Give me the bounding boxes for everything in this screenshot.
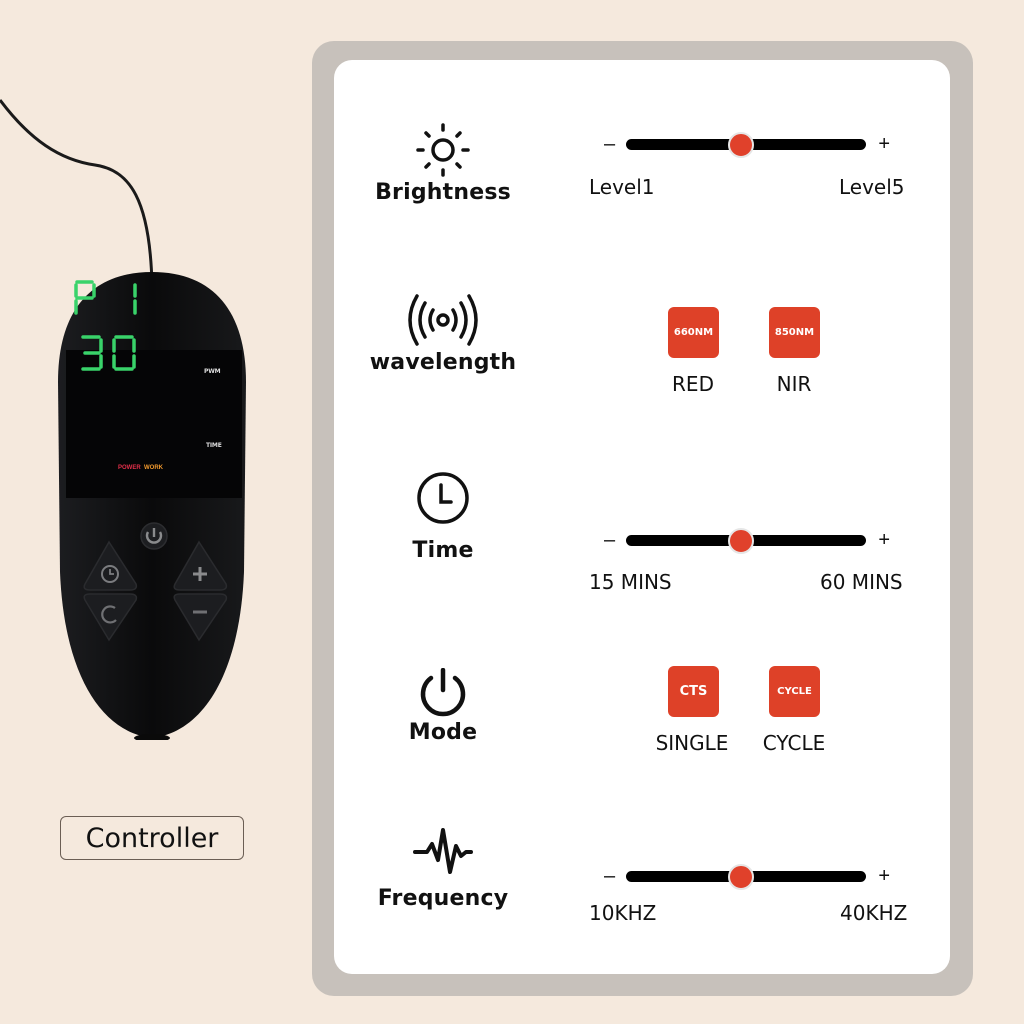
controller-buttons [83,522,228,642]
slider-knob[interactable] [728,132,754,158]
power-button[interactable] [140,522,168,550]
clock-icon [417,472,469,524]
slider-min-label: 10KHZ [589,901,657,925]
feature-name: Time [412,538,474,563]
wavelength-option-red[interactable]: 660NM [668,307,719,358]
mode-button[interactable] [83,593,138,642]
increase-icon[interactable]: + [878,865,890,887]
led-display [74,280,137,371]
decrease-button[interactable] [173,593,228,642]
power-indicator: POWER [118,465,141,471]
slider-max-label: 60 MINS [820,570,903,594]
controller-cable [0,99,154,286]
sun-icon [416,123,470,177]
work-indicator: WORK [144,465,163,471]
time-label: TIME [206,442,222,449]
feature-name: Mode [408,720,478,745]
slider-knob[interactable] [728,528,754,554]
slider-knob[interactable] [728,864,754,890]
controller-caption: Controller [60,816,244,860]
feature-mode: Mode [360,668,526,745]
option-label: CYCLE [762,731,826,755]
feature-wavelength: wavelength [360,290,526,375]
wavelength-option-nir[interactable]: 850NM [769,307,820,358]
slider-max-label: Level5 [839,175,905,199]
decrease-icon[interactable]: – [604,133,616,155]
decrease-icon[interactable]: – [604,529,616,551]
pulse-icon [413,828,473,874]
mode-option-single[interactable]: CTS [668,666,719,717]
mode-option-cycle[interactable]: CYCLE [769,666,820,717]
signal-waves-icon [408,294,478,346]
brightness-slider[interactable]: – + [604,129,890,159]
feature-name: Frequency [377,886,509,911]
features-panel [334,60,950,974]
slider-min-label: Level1 [589,175,655,199]
feature-brightness: Brightness [360,120,526,205]
decrease-icon[interactable]: – [604,865,616,887]
frequency-slider[interactable]: – + [604,861,890,891]
pwm-label: PWM [204,368,221,375]
time-slider[interactable]: – + [604,525,890,555]
option-label: RED [672,372,714,396]
feature-name: wavelength [369,350,517,375]
increase-button[interactable] [173,540,228,591]
increase-icon[interactable]: + [878,133,890,155]
slider-min-label: 15 MINS [589,570,672,594]
controller-device: PWM TIME POWER WORK [54,272,250,740]
feature-frequency: Frequency [360,826,526,911]
timer-button[interactable] [83,540,138,591]
option-label: NIR [776,372,812,396]
option-label: SINGLE [655,731,729,755]
feature-name: Brightness [375,180,511,205]
increase-icon[interactable]: + [878,529,890,551]
slider-max-label: 40KHZ [840,901,908,925]
power-icon [420,668,466,717]
feature-time: Time [360,468,526,563]
